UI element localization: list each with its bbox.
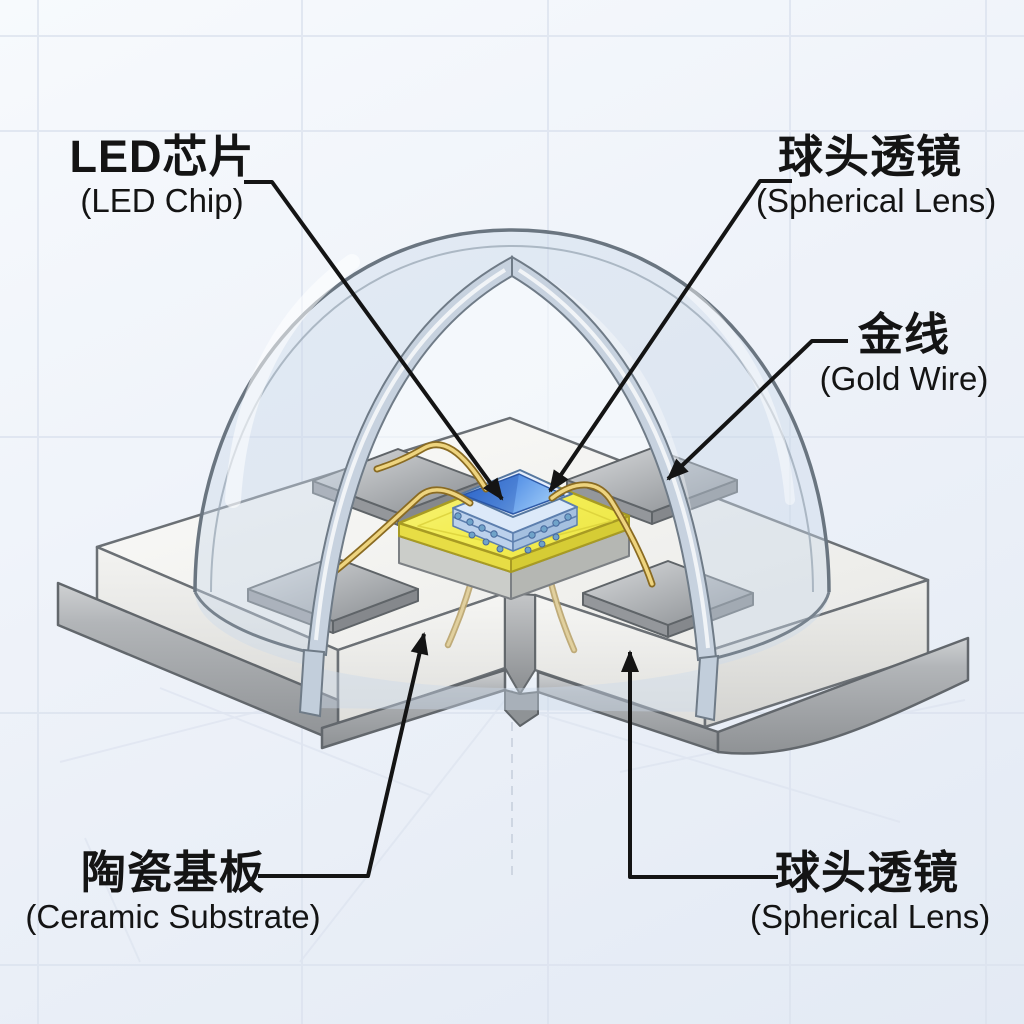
label-ceramic-substrate: 陶瓷基板 (Ceramic Substrate) [20, 850, 326, 933]
lens-highlights [225, 254, 795, 508]
gold-wire-front-left [326, 486, 474, 579]
leader-ceramic-substrate [258, 632, 429, 878]
label-spherical-lens-bottom: 球头透镜 (Spherical Lens) [750, 847, 991, 935]
lens-inner-reflection [512, 258, 716, 658]
spherical-lens-dome [193, 228, 831, 722]
leader-spherical-lens-bottom [621, 650, 778, 879]
label-ceramic-substrate-en: (Ceramic Substrate) [25, 898, 321, 935]
leader-lines [244, 179, 848, 879]
label-spherical-lens-top-zh: 球头透镜 [777, 131, 962, 182]
leader-gold-wire [666, 339, 848, 481]
label-gold-wire: 金线 (Gold Wire) [812, 312, 996, 395]
gold-wire-front-right [548, 481, 656, 588]
lens-outline [193, 228, 831, 593]
lens-cut-edges [298, 255, 720, 722]
leader-led-chip [244, 180, 504, 501]
label-led-chip: LED芯片 (LED Chip) [56, 134, 268, 217]
label-spherical-lens-bottom-zh: 球头透镜 [774, 847, 959, 898]
base-channel [504, 689, 539, 727]
label-led-chip-en: (LED Chip) [80, 182, 244, 219]
leader-spherical-lens-top [548, 179, 792, 493]
gold-wires [326, 441, 656, 588]
label-spherical-lens-top: 球头透镜 (Spherical Lens) [756, 131, 997, 219]
label-spherical-lens-bottom-en: (Spherical Lens) [750, 898, 991, 935]
label-spherical-lens-top-en: (Spherical Lens) [756, 182, 997, 219]
label-gold-wire-en: (Gold Wire) [819, 360, 989, 397]
label-ceramic-substrate-zh: 陶瓷基板 [80, 847, 265, 898]
substrate-channel [504, 592, 536, 695]
base-slab-right [716, 636, 970, 755]
gold-wire-back-left [373, 441, 490, 493]
label-led-chip-zh: LED芯片 [69, 131, 255, 182]
solder-bumps [454, 512, 572, 554]
label-gold-wire-zh: 金线 [857, 309, 950, 360]
